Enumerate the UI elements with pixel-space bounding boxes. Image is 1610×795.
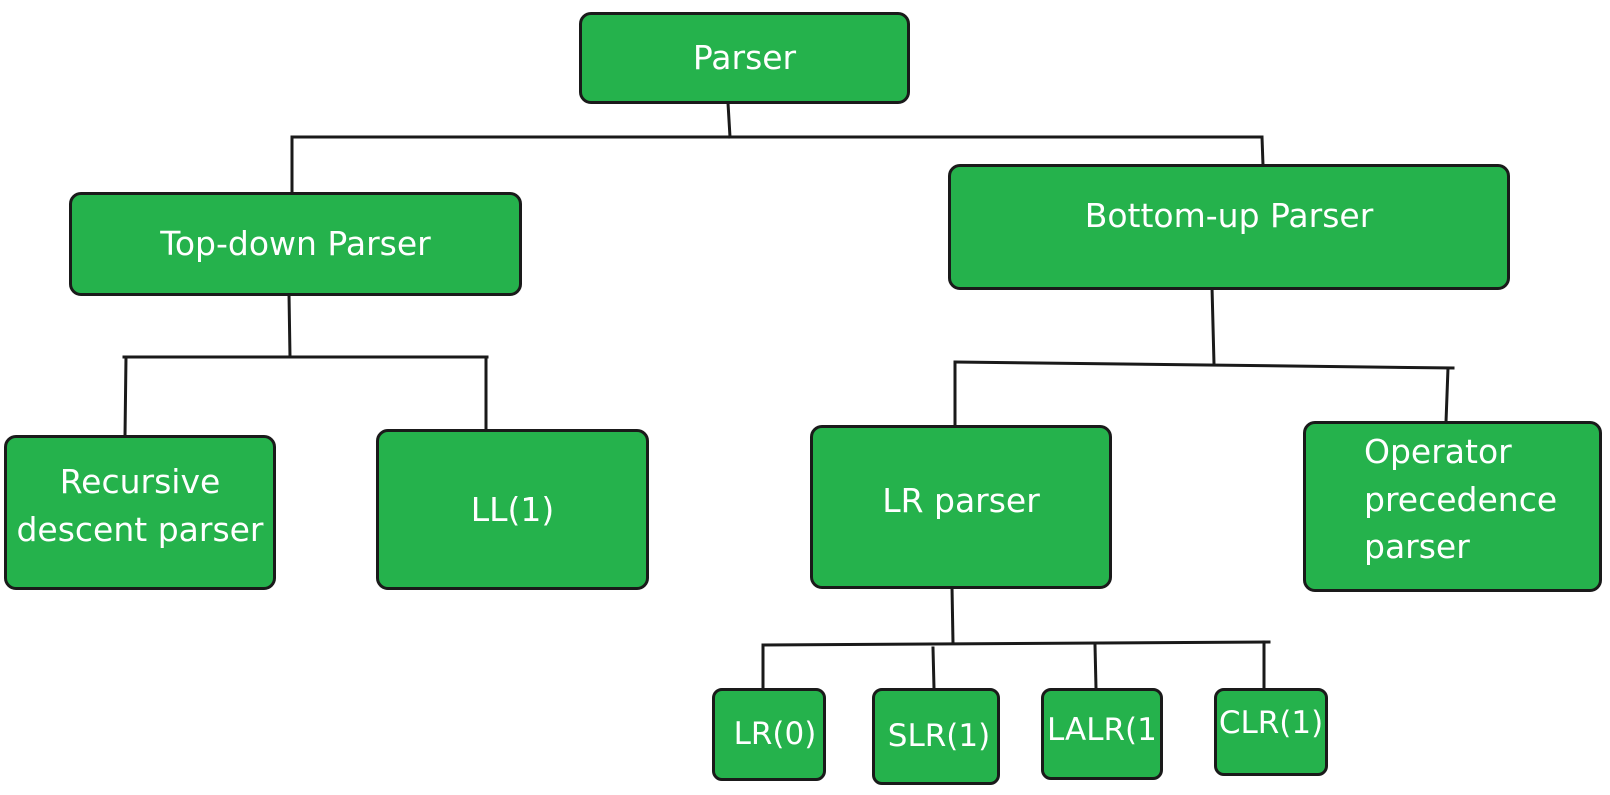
node-lr-parser: LR parser: [810, 425, 1112, 589]
connector-top-down-stem: [287, 292, 292, 359]
node-parser-label: Parser: [692, 38, 797, 78]
connector-bottom-up-bar: [953, 360, 1455, 370]
node-lr-parser-label: LR parser: [882, 481, 1040, 521]
node-lr0: LR(0): [712, 688, 826, 781]
node-bottom-up-parser-label: Bottom-up Parser: [1084, 196, 1374, 236]
node-operator-precedence-parser: Operator precedence parser: [1303, 421, 1602, 592]
node-recursive-descent-parser: Recursive descent parser: [4, 435, 276, 590]
node-parser: Parser: [579, 12, 910, 104]
node-operator-precedence-parser-label: Operator precedence parser: [1364, 431, 1558, 567]
node-lalr1-label: LALR(1: [1047, 711, 1157, 748]
node-ll1-label: LL(1): [470, 489, 555, 529]
connector-parser-stem: [726, 101, 732, 139]
connector-operator-drop: [1444, 366, 1450, 424]
node-top-down-parser-label: Top-down Parser: [160, 224, 431, 264]
node-clr1-label: CLR(1): [1218, 704, 1324, 741]
node-slr1: SLR(1): [872, 688, 1000, 785]
node-slr1-label: SLR(1): [887, 718, 991, 755]
node-recursive-descent-parser-label: Recursive descent parser: [16, 461, 264, 549]
node-lalr1: LALR(1: [1041, 688, 1163, 780]
node-top-down-parser: Top-down Parser: [69, 192, 522, 296]
node-clr1: CLR(1): [1214, 688, 1328, 776]
connector-bottom-up-stem: [1210, 285, 1216, 366]
connector-slr1-drop: [931, 646, 936, 690]
connector-recursive-drop: [123, 355, 128, 438]
connector-lr-parser-stem: [950, 585, 955, 645]
connector-bottom-up-drop: [1260, 135, 1265, 167]
connector-lalr1-drop: [1093, 643, 1098, 690]
node-ll1: LL(1): [376, 429, 649, 590]
node-lr0-label: LR(0): [733, 716, 817, 753]
node-bottom-up-parser: Bottom-up Parser: [948, 164, 1510, 290]
connector-lr-bar: [761, 640, 1271, 647]
